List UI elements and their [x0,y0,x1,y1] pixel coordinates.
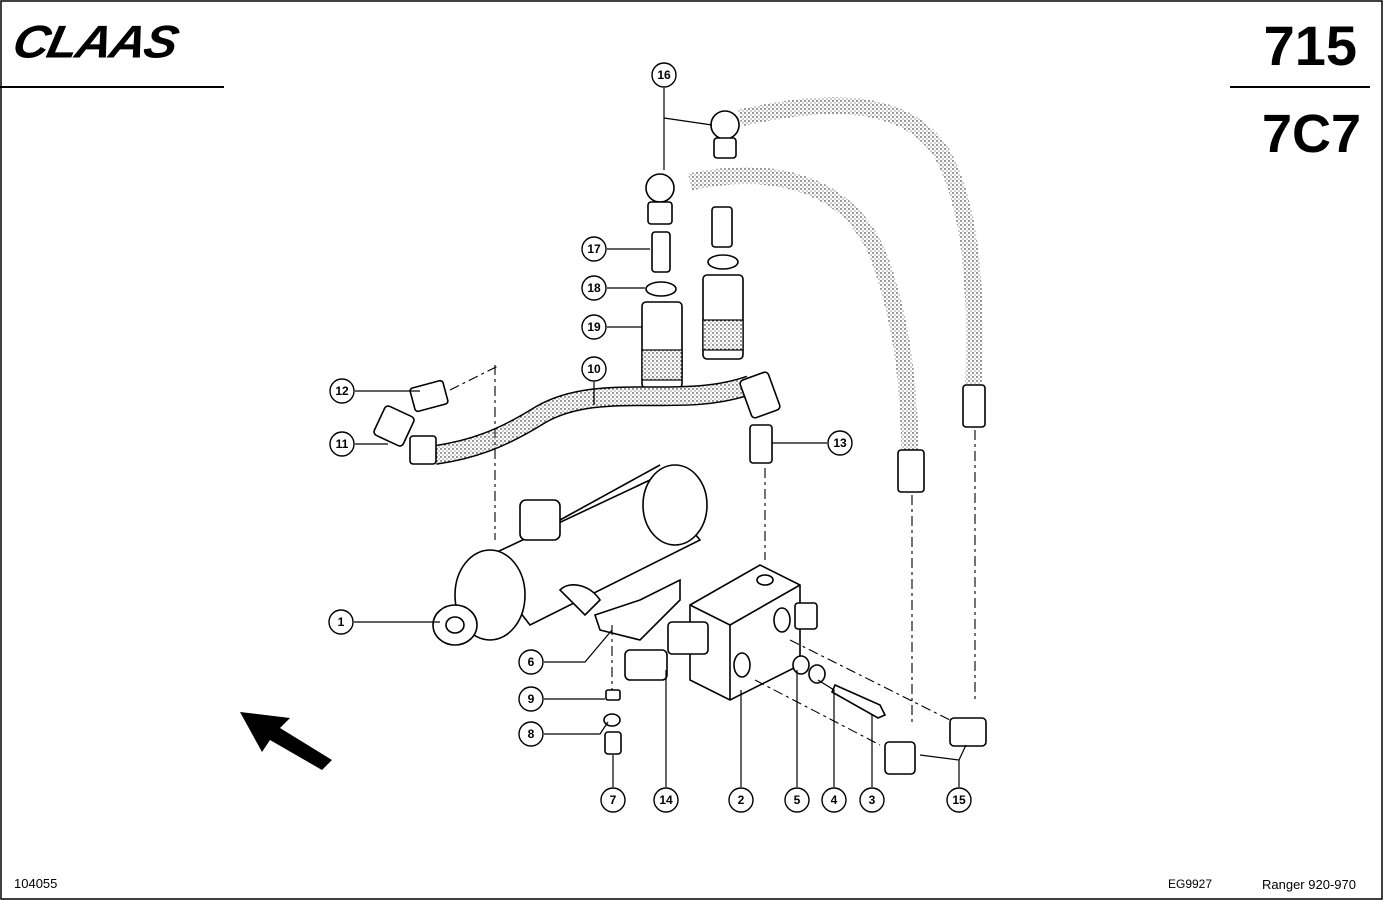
adapter-17 [651,231,671,273]
bolt-7 [604,731,622,755]
callout-13: 13 [827,430,853,456]
valve-block-2 [689,564,801,701]
assembly-line [754,679,881,746]
hose-long-outer [738,97,983,411]
hose-end-fitting [897,449,925,493]
callout-2: 2 [728,787,754,813]
hose-long-inner [688,167,919,471]
svg-text:9: 9 [528,692,535,706]
adapter-13 [749,424,773,464]
seal-ring-5 [792,655,810,675]
hose-nut [409,435,437,465]
callout-10: 10 [581,356,607,382]
svg-text:7: 7 [610,793,617,807]
svg-text:16: 16 [657,68,671,82]
callout-17: 17 [581,236,607,262]
callout-14: 14 [653,787,679,813]
banjo-nut [713,137,737,159]
svg-text:17: 17 [587,242,601,256]
assembly-line [789,639,951,721]
header-rule-left [0,86,224,88]
callout-1: 1 [328,609,354,635]
callout-9: 9 [518,686,544,712]
callout-11: 11 [329,431,355,457]
callout-7: 7 [600,787,626,813]
bolt-3 [830,683,887,719]
callout-12: 12 [329,378,355,404]
callout-19: 19 [581,314,607,340]
callout-18: 18 [581,275,607,301]
adapter-14 [624,649,668,681]
seal-ring-18 [645,281,677,297]
assembly-line [449,364,501,391]
direction-arrow-icon [240,712,332,770]
svg-text:18: 18 [587,281,601,295]
page-number: 715 [1263,14,1357,77]
banjo-nut [647,201,673,225]
seal-ring [707,254,739,270]
svg-text:15: 15 [952,793,966,807]
svg-text:10: 10 [587,362,601,376]
elbow-fitting-15 [949,717,987,747]
svg-text:4: 4 [831,793,838,807]
model-range: Ranger 920-970 [1262,877,1356,892]
svg-text:13: 13 [833,436,847,450]
page-code: 7C7 [1261,104,1361,164]
callout-4: 4 [821,787,847,813]
hose-end-fitting [962,384,986,428]
callout-5: 5 [784,787,810,813]
drawing-id: EG9927 [1168,877,1213,891]
svg-text:3: 3 [869,793,876,807]
adapter [711,206,733,248]
adapter-12 [409,379,449,413]
svg-text:2: 2 [738,793,745,807]
elbow-fitting-15 [884,741,916,775]
elbow-fitting-11 [373,405,415,447]
svg-text:12: 12 [335,384,349,398]
callout-15: 15 [946,787,972,813]
svg-text:1: 1 [338,615,345,629]
banjo-fitting [645,173,675,203]
banjo-fitting [710,110,740,140]
svg-text:6: 6 [528,655,535,669]
svg-text:14: 14 [659,793,673,807]
elbow-fitting [739,371,781,419]
seal-ring-4 [808,664,826,684]
callout-16: 16 [651,62,677,88]
callout-6: 6 [518,649,544,675]
callout-8: 8 [518,721,544,747]
adapter [794,602,818,630]
header-rule-right [1230,86,1370,88]
washer-9 [605,689,621,701]
svg-text:19: 19 [587,320,601,334]
doc-id: 104055 [14,876,58,891]
hydraulic-cylinder-1 [432,464,708,646]
svg-text:11: 11 [336,437,349,451]
svg-text:5: 5 [794,793,801,807]
hose-short-10 [433,375,754,465]
svg-text:8: 8 [528,727,535,741]
callout-3: 3 [859,787,885,813]
bracket-6 [593,578,681,641]
fitting [667,621,709,655]
